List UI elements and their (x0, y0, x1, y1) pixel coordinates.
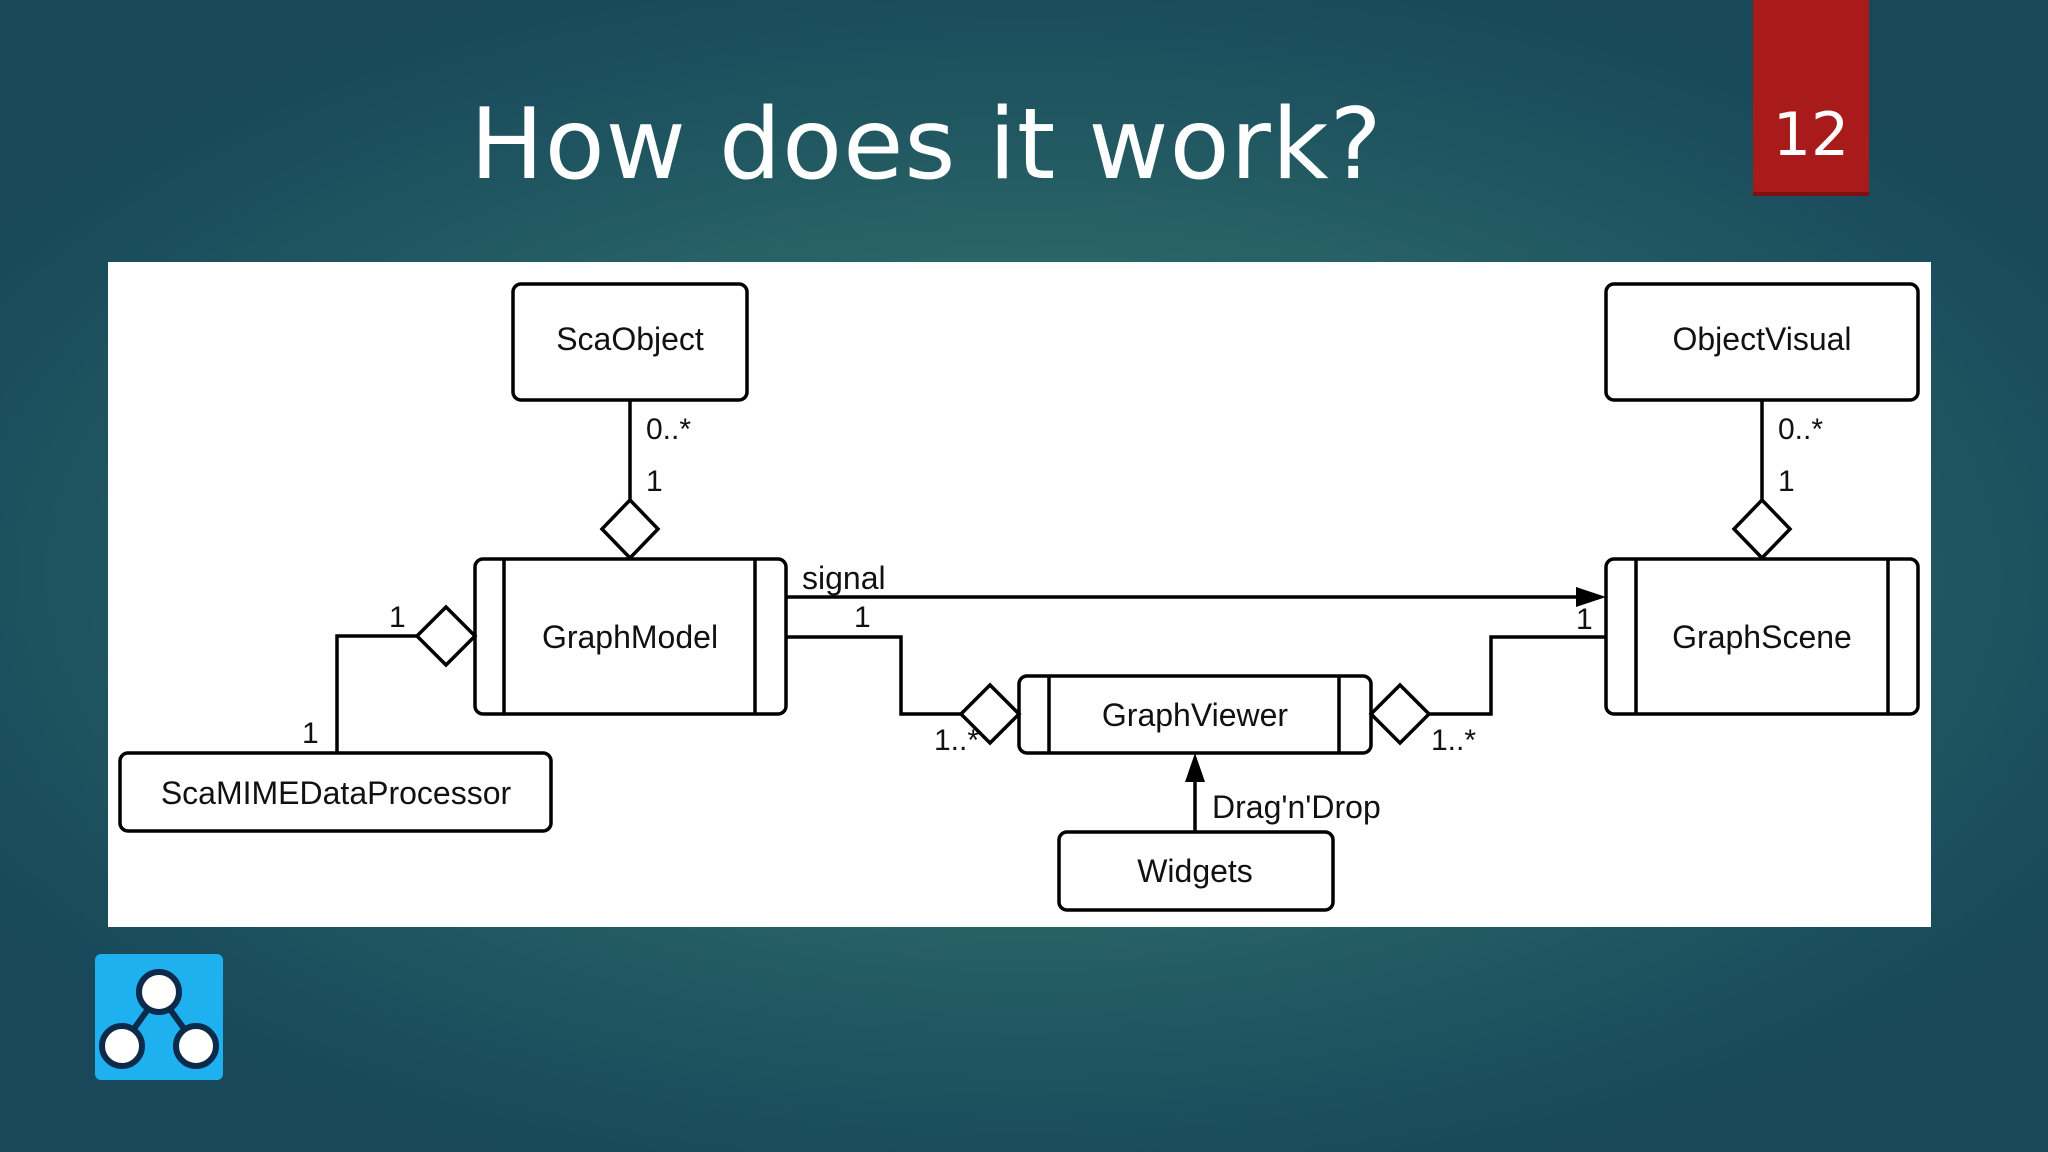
graph-model-label: GraphModel (542, 619, 718, 655)
sca-object-label: ScaObject (556, 321, 704, 357)
mime-processor-label: ScaMIMEDataProcessor (161, 775, 512, 811)
object-visual-mult-bottom: 1 (1778, 465, 1795, 498)
mime-link (335, 634, 417, 753)
object-visual-mult-top: 0..* (1778, 413, 1823, 446)
graph-nodes-icon (99, 969, 219, 1069)
viewer-right-mult: 1..* (1431, 724, 1476, 757)
uml-diagram: ScaObject ObjectVisual GraphModel GraphS… (108, 262, 1931, 927)
mime-mult-processor: 1 (302, 717, 319, 750)
viewer-right-diamond (1368, 682, 1432, 746)
drag-arrowhead (1185, 753, 1205, 782)
page-number: 12 (1772, 100, 1850, 170)
page-number-badge: 12 (1753, 0, 1869, 192)
app-logo (95, 954, 223, 1080)
widgets-label: Widgets (1137, 853, 1253, 889)
sca-object-mult-bottom: 1 (646, 465, 663, 498)
scene-mult: 1 (1576, 603, 1593, 636)
sca-object-mult-top: 0..* (646, 413, 691, 446)
mime-mult-model: 1 (389, 601, 406, 634)
graph-viewer-label: GraphViewer (1102, 697, 1289, 733)
uml-diagram-canvas: ScaObject ObjectVisual GraphModel GraphS… (118, 282, 1920, 912)
drag-drop-label: Drag'n'Drop (1212, 789, 1381, 825)
model-viewer-mult: 1 (854, 601, 871, 634)
graph-scene-label: GraphScene (1672, 619, 1852, 655)
object-visual-diamond (1731, 497, 1793, 561)
viewer-left-mult: 1..* (934, 724, 979, 757)
model-viewer-link (786, 635, 961, 716)
signal-arrowhead (1576, 587, 1606, 607)
mime-diamond (414, 604, 478, 668)
signal-label: signal (802, 560, 886, 596)
slide-title: How does it work? (470, 88, 1383, 202)
viewer-left-diamond (958, 682, 1022, 746)
scene-viewer-link (1429, 635, 1606, 716)
object-visual-label: ObjectVisual (1672, 321, 1851, 357)
sca-object-diamond (599, 497, 661, 561)
